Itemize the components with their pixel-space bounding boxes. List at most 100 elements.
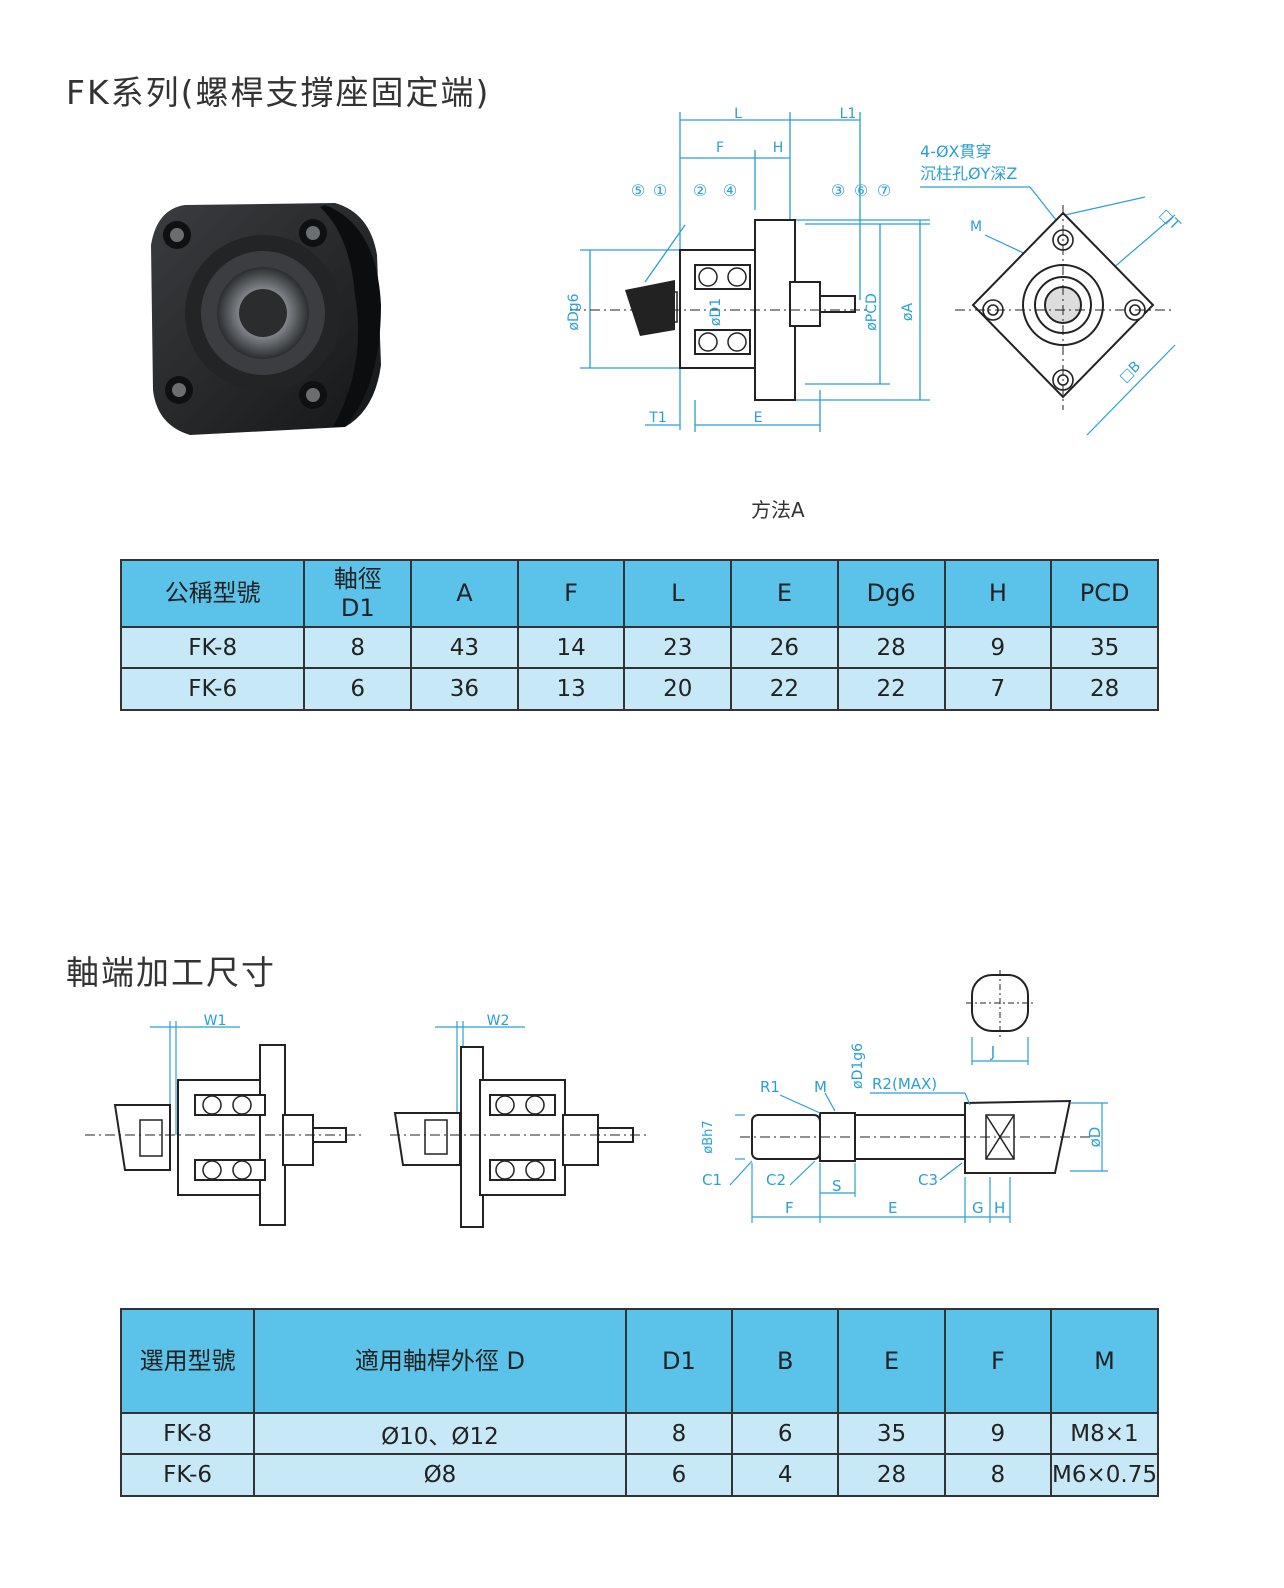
header-H: H xyxy=(943,559,1053,628)
header-D1: D1 xyxy=(624,1308,734,1414)
fk-side-view-drawing: L L1 F H T1 E øDg6 øD1 øPCD øA ⑤ ① ② ④ ③… xyxy=(566,106,930,432)
cell: 8 xyxy=(303,626,413,669)
cell: 43 xyxy=(410,626,519,669)
dim-C1: C1 xyxy=(702,1171,722,1189)
dim-E: E xyxy=(754,410,763,426)
table-row: FK-6 6 36 13 20 22 22 7 28 xyxy=(119,667,1159,711)
table-row: FK-6 Ø8 6 4 28 8 M6×0.75 xyxy=(119,1453,1160,1497)
cell: 23 xyxy=(623,626,733,669)
dim-G: G xyxy=(972,1199,984,1217)
cell: 35 xyxy=(837,1412,946,1455)
dim-M-shaft: M xyxy=(814,1078,827,1096)
cell: 13 xyxy=(516,667,626,711)
header-M: M xyxy=(1049,1308,1160,1414)
dim-F-shaft: F xyxy=(785,1199,794,1217)
table-row: FK-8 8 43 14 23 26 28 9 35 xyxy=(119,626,1159,669)
cell: 35 xyxy=(1050,626,1159,669)
dim-R1: R1 xyxy=(760,1078,780,1096)
header-shaft-diameter-line2: D1 xyxy=(340,593,375,622)
dim-C2: C2 xyxy=(766,1171,786,1189)
dim-W1: W1 xyxy=(204,1013,227,1029)
header-selected-model: 選用型號 xyxy=(119,1308,256,1414)
cell: 6 xyxy=(624,1453,734,1497)
dim-H: H xyxy=(773,140,784,156)
dim-Bh7: øBh7 xyxy=(701,1120,716,1153)
cell: 28 xyxy=(836,626,946,669)
dim-D1: øD1 xyxy=(708,298,724,326)
cell: 6 xyxy=(303,667,413,711)
header-A: A xyxy=(410,559,519,628)
header-E: E xyxy=(837,1308,946,1414)
callout-1: ① xyxy=(653,181,667,200)
cell: 26 xyxy=(730,626,839,669)
cell: 6 xyxy=(731,1412,840,1455)
header-shaft-diameter-line1: 軸徑 xyxy=(333,564,382,593)
fk-dimension-table: 公稱型號 軸徑 D1 A F L E Dg6 H PCD FK-8 8 43 1… xyxy=(119,559,1159,711)
header-B: B xyxy=(731,1308,840,1414)
hole-note-2: 沉柱孔ØY深Z xyxy=(920,164,1017,183)
cell: 9 xyxy=(943,626,1053,669)
cell: FK-6 xyxy=(119,667,306,711)
dim-PCD: øPCD xyxy=(864,293,880,331)
fk-front-view-drawing: 4-ØX貫穿 沉柱孔ØY深Z M □T □B xyxy=(920,142,1183,436)
dim-M: M xyxy=(970,219,982,235)
product-photo xyxy=(151,203,381,435)
header-shaft-diameter: 軸徑 D1 xyxy=(303,559,413,628)
callout-2: ② xyxy=(693,181,707,200)
cell: 7 xyxy=(943,667,1053,711)
callout-5: ⑤ xyxy=(631,181,645,200)
method-caption: 方法A xyxy=(751,498,805,522)
header-F: F xyxy=(516,559,626,628)
callout-7: ⑦ xyxy=(877,181,891,200)
callout-4: ④ xyxy=(723,181,737,200)
header-Dg6: Dg6 xyxy=(836,559,946,628)
header-L: L xyxy=(623,559,733,628)
header-E: E xyxy=(730,559,839,628)
cell: FK-8 xyxy=(119,1412,256,1455)
shaft-profile-drawing: J R1 M R2(MAX) øD1g6 øBh7 C1 C2 S C3 F E… xyxy=(701,970,1108,1223)
dim-T1: T1 xyxy=(648,410,666,426)
dim-W2: W2 xyxy=(487,1013,510,1029)
cell: M6×0.75 xyxy=(1049,1453,1160,1497)
shaft-end-drawing-w1: W1 xyxy=(85,1013,365,1226)
dim-J: J xyxy=(990,1043,995,1061)
cell: 20 xyxy=(623,667,733,711)
cell: Ø8 xyxy=(253,1453,627,1497)
cell: Ø10、Ø12 xyxy=(253,1412,627,1455)
cell: 4 xyxy=(731,1453,840,1497)
hole-note-1: 4-ØX貫穿 xyxy=(920,142,992,161)
header-applicable-shaft-diameter: 適用軸桿外徑 D xyxy=(253,1308,627,1414)
cell: 28 xyxy=(1050,667,1159,711)
cell: FK-6 xyxy=(119,1453,256,1497)
dim-L1: L1 xyxy=(840,106,857,122)
header-F: F xyxy=(943,1308,1052,1414)
cell: 9 xyxy=(943,1412,1052,1455)
table-row: FK-8 Ø10、Ø12 8 6 35 9 M8×1 xyxy=(119,1412,1160,1455)
cell: M8×1 xyxy=(1049,1412,1160,1455)
cell: 8 xyxy=(943,1453,1052,1497)
dim-D1g6: øD1g6 xyxy=(850,1043,866,1089)
callout-3: ③ xyxy=(831,181,845,200)
cell: 14 xyxy=(516,626,626,669)
cell: FK-8 xyxy=(119,626,306,669)
header-PCD: PCD xyxy=(1050,559,1159,628)
cell: 36 xyxy=(410,667,519,711)
dim-A: øA xyxy=(900,303,916,322)
dim-L: L xyxy=(734,106,742,122)
dim-Dg6: øDg6 xyxy=(566,293,582,330)
dim-R2: R2(MAX) xyxy=(872,1075,937,1093)
dim-F: F xyxy=(716,140,724,156)
dim-H-shaft: H xyxy=(994,1199,1005,1217)
section-title-shaft-end: 軸端加工尺寸 xyxy=(66,953,276,992)
dim-D: øD xyxy=(1086,1127,1104,1148)
cell: 28 xyxy=(837,1453,946,1497)
cell: 22 xyxy=(730,667,839,711)
cell: 22 xyxy=(836,667,946,711)
section-title-fk-series: FK系列(螺桿支撐座固定端) xyxy=(66,73,491,112)
cell: 8 xyxy=(624,1412,734,1455)
dim-S: S xyxy=(832,1177,842,1195)
dim-E-shaft: E xyxy=(888,1199,897,1217)
shaft-end-drawing-w2: W2 xyxy=(390,1013,650,1228)
header-nominal-model: 公稱型號 xyxy=(119,559,306,628)
callout-6: ⑥ xyxy=(854,181,868,200)
